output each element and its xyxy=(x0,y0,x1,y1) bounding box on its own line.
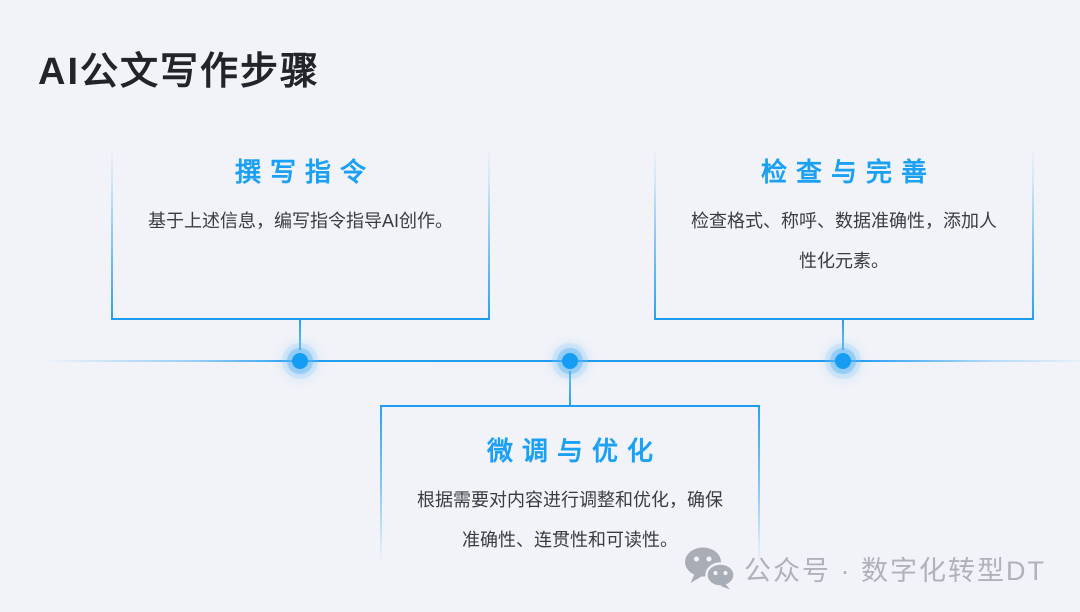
step-title: 微调与优化 xyxy=(486,436,662,466)
wechat-icon xyxy=(685,547,736,590)
timeline-line xyxy=(0,360,1080,362)
step-title: 撰写指令 xyxy=(234,157,375,187)
card-border-top xyxy=(380,405,760,407)
step-description: 根据需要对内容进行调整和优化，确保准确性、连贯性和可读性。 xyxy=(417,490,723,550)
step-description: 基于上述信息，编写指令指导AI创作。 xyxy=(147,211,453,231)
card-border-right xyxy=(758,405,760,565)
timeline-dot-1 xyxy=(292,353,308,369)
connector-step-3 xyxy=(842,320,844,350)
step-card-top-left: 撰写指令 基于上述信息，编写指令指导AI创作。 xyxy=(111,146,490,320)
timeline-dot-3 xyxy=(835,353,851,369)
watermark-label: 公众号 · 数字化转型DT xyxy=(744,555,1046,586)
page-title: AI公文写作步骤 xyxy=(38,51,321,93)
card-border-left xyxy=(380,405,382,565)
connector-step-2 xyxy=(569,371,571,405)
step-title: 检查与完善 xyxy=(760,157,936,187)
watermark: 公众号 · 数字化转型DT xyxy=(684,546,1046,590)
step-description: 检查格式、称呼、数据准确性，添加人性化元素。 xyxy=(691,211,997,271)
connector-step-1 xyxy=(299,320,301,350)
card-border-bottom xyxy=(654,318,1034,320)
step-card-bottom-center: 微调与优化 根据需要对内容进行调整和优化，确保准确性、连贯性和可读性。 xyxy=(380,405,760,565)
timeline-dot-2 xyxy=(562,353,578,369)
step-card-top-right: 检查与完善 检查格式、称呼、数据准确性，添加人性化元素。 xyxy=(654,146,1034,320)
card-border-bottom xyxy=(111,318,490,320)
